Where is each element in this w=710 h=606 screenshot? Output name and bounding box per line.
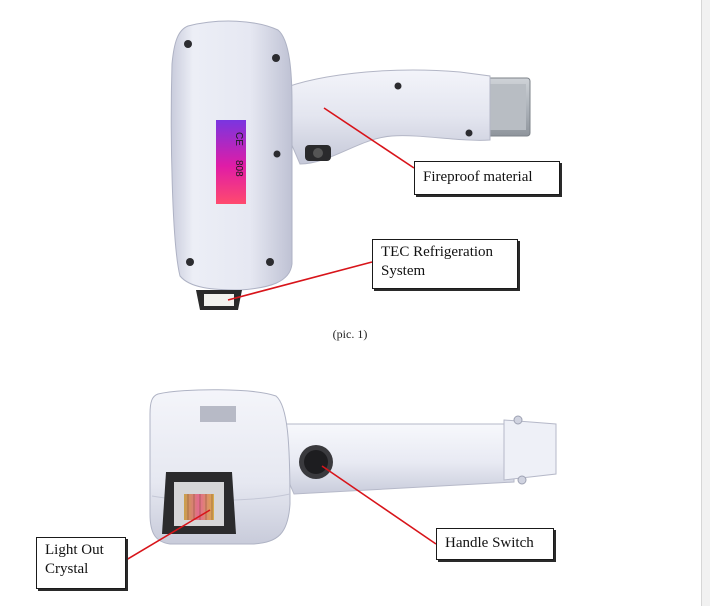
figure-caption: (pic. 1) xyxy=(332,327,368,341)
device-marking-model: 808 xyxy=(233,160,244,177)
handpiece-photo-bottom xyxy=(149,389,557,545)
callout-light-line2: Crystal xyxy=(45,561,89,577)
callout-handle-switch: Handle Switch xyxy=(436,528,554,560)
callout-handle-switch-text: Handle Switch xyxy=(445,535,534,551)
callout-light-line1: Light Out xyxy=(45,542,104,558)
callout-tec-line2: System xyxy=(381,263,426,279)
callout-tec-refrigeration: TEC Refrigeration System xyxy=(372,239,518,289)
callout-fireproof-text: Fireproof material xyxy=(423,169,533,185)
callout-tec-line1: TEC Refrigeration xyxy=(381,244,494,260)
callout-light-out-crystal: Light Out Crystal xyxy=(36,537,126,589)
page-edge xyxy=(701,0,710,606)
callout-fireproof-material: Fireproof material xyxy=(414,161,560,195)
device-marking-ce: CE xyxy=(233,132,244,146)
